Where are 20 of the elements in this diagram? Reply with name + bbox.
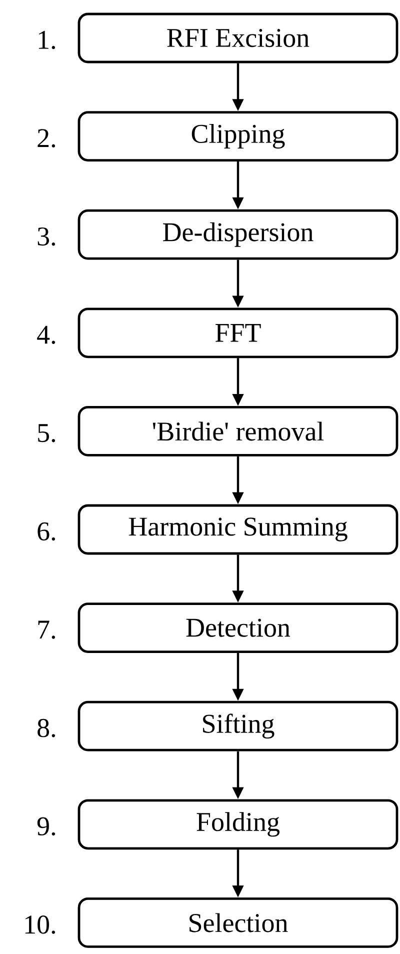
step-number: 6.	[38, 522, 56, 541]
step-number: 10.	[25, 916, 56, 934]
process-box: De-dispersion	[78, 209, 398, 260]
process-box: Detection	[78, 602, 398, 653]
process-box: Sifting	[78, 700, 398, 752]
step-number: 9.	[37, 817, 56, 836]
step-number: 3.	[38, 227, 56, 246]
process-box: 'Birdie' removal	[78, 406, 398, 456]
process-box: Clipping	[78, 111, 398, 162]
process-box: FFT	[78, 308, 398, 358]
process-box: Folding	[78, 799, 398, 850]
step-number: 8.	[38, 718, 56, 738]
step-number: 2.	[38, 129, 56, 148]
process-box: Selection	[78, 898, 398, 948]
step-number: 7.	[38, 620, 56, 639]
step-number: 1.	[38, 30, 56, 50]
process-box: Harmonic Summing	[78, 504, 398, 555]
process-box: RFI Excision	[78, 12, 398, 64]
step-number: 5.	[38, 424, 56, 442]
step-number: 4.	[37, 326, 56, 344]
